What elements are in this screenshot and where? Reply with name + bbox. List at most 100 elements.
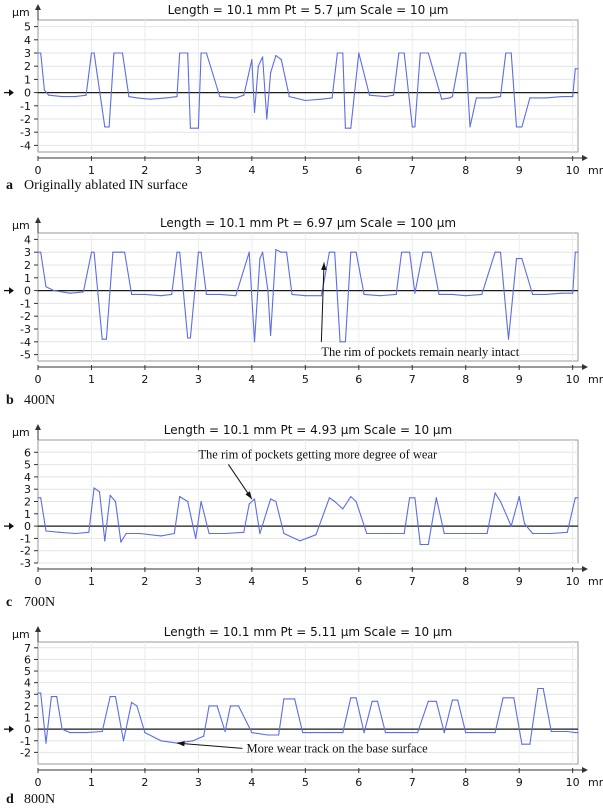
y-axis-arrowhead [35,626,41,632]
profile-point [224,730,226,733]
profile-point [505,52,507,54]
profile-point [379,295,381,297]
y-tick-label: -1 [20,297,31,310]
profile-line-series [38,249,578,343]
profile-point [205,293,207,295]
profile-point [574,68,576,70]
profile-point [85,732,87,734]
profile-point [499,251,502,253]
profile-point [494,492,496,494]
x-tick-label: 9 [516,575,523,588]
profile-point [401,251,403,253]
profile-point [45,530,47,532]
profile-point [286,251,288,253]
y-tick-label: 4 [24,677,31,690]
profile-point [114,696,117,698]
profile-point [98,491,101,493]
profile-point [108,126,110,128]
profile-point [355,251,357,253]
profile-point [494,251,496,253]
annotation-arrowhead [245,491,252,500]
profile-point [529,743,531,745]
x-tick-label: 7 [409,776,416,789]
panel-caption: Originally ablated IN surface [24,178,188,193]
profile-point [267,290,269,292]
profile-point [304,99,306,102]
profile-point [577,68,579,70]
y-tick-label: -2 [20,113,31,126]
profile-point [37,692,39,694]
profile-point [37,497,39,499]
profile-point [90,251,93,253]
x-tick-label: 8 [462,164,469,177]
annotation-arrow-line [320,262,325,342]
x-tick-label: 8 [462,776,469,789]
profile-point [136,97,138,99]
x-tick-label: 1 [88,575,95,588]
profile-point [171,293,173,295]
profile-point [200,500,202,503]
profile-point [326,732,328,734]
y-axis-arrowhead [35,424,41,430]
profile-point [392,94,395,96]
profile-point [251,732,253,734]
profile-point [342,52,344,54]
profile-point [414,292,416,294]
profile-point [266,118,268,120]
panel-b: Length = 10.1 mm Pt = 6.97 µm Scale = 10… [4,216,603,408]
x-tick-label: 6 [355,776,362,789]
annotation-arrowhead [177,740,185,747]
profile-point [187,500,189,503]
panel-d: Length = 10.1 mm Pt = 5.11 µm Scale = 10… [4,625,603,807]
profile-point [259,532,261,535]
x-unit-label: mm [588,575,603,588]
profile-point [435,497,437,499]
profile-point [53,290,55,292]
profile-point [69,292,71,294]
profile-point [334,500,336,503]
profile-point [475,97,477,99]
y-tick-label: 4 [24,233,31,246]
profile-point [243,94,245,96]
profile-point [93,487,95,489]
profile-point [342,732,344,734]
y-tick-label: -3 [20,126,31,139]
x-tick-label: 3 [195,776,202,789]
profile-point [200,52,202,54]
profile-point [278,734,280,736]
profile-point [577,251,579,253]
profile-point [350,496,352,498]
y-tick-label: 0 [24,723,31,736]
profile-point [192,740,194,742]
x-tick-label: 9 [516,373,523,386]
profile-point [574,497,576,499]
profile-point [395,293,397,295]
profile-point [189,337,191,339]
y-tick-label: 3 [24,483,31,496]
profile-point [443,532,445,535]
profile-point [409,251,411,253]
profile-point [401,732,403,734]
profile-point [280,251,282,253]
x-tick-label: 0 [35,776,42,789]
profile-point [139,532,141,535]
profile-point [189,127,191,129]
profile-point [334,251,336,253]
profile-point [122,740,125,742]
profile-point [160,740,162,742]
profile-point [465,52,467,54]
profile-point [291,293,293,295]
x-unit-label: mm [588,776,603,789]
profile-point [499,500,502,503]
x-tick-label: 1 [88,776,95,789]
profile-point [248,503,250,505]
profile-point [403,532,405,535]
profile-point [532,532,534,535]
x-tick-label: 0 [35,373,42,386]
profile-point [235,97,237,99]
panel-letter: c [6,595,12,610]
x-tick-label: 4 [248,373,255,386]
profile-point [515,258,518,260]
profile-point [358,52,360,54]
